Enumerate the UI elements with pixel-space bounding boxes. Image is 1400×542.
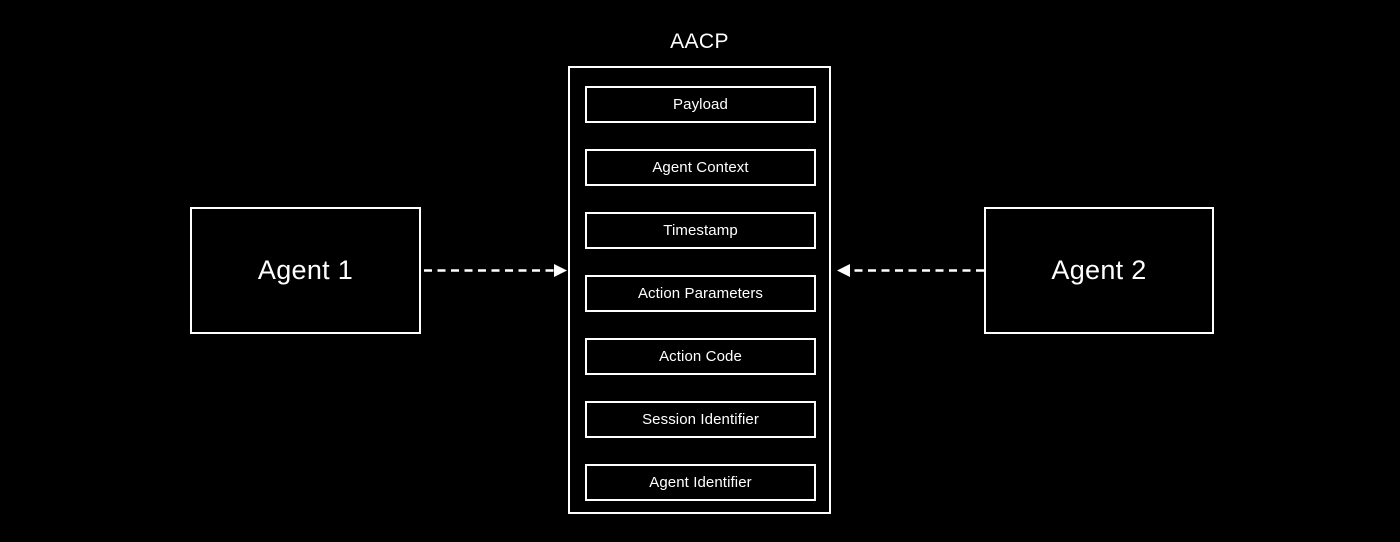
field-box-action-code: Action Code — [585, 338, 816, 375]
aacp-field-list: Payload Agent Context Timestamp Action P… — [585, 86, 816, 501]
connector-agent1-to-aacp-arrow — [424, 256, 570, 286]
agent-1-node: Agent 1 — [190, 207, 421, 334]
field-label: Action Parameters — [637, 285, 764, 302]
field-box-action-parameters: Action Parameters — [585, 275, 816, 312]
field-label: Session Identifier — [642, 411, 759, 428]
aacp-title: AACP — [670, 30, 729, 53]
connector-agent2-to-aacp-arrow — [834, 256, 984, 286]
field-label: Action Code — [659, 348, 742, 365]
aacp-container: Payload Agent Context Timestamp Action P… — [568, 66, 831, 514]
field-label: Agent Context — [652, 159, 749, 176]
field-box-agent-context: Agent Context — [585, 149, 816, 186]
field-label: Timestamp — [663, 222, 738, 239]
agent-2-node: Agent 2 — [984, 207, 1214, 334]
field-box-session-identifier: Session Identifier — [585, 401, 816, 438]
field-box-agent-identifier: Agent Identifier — [585, 464, 816, 501]
field-label: Payload — [673, 96, 728, 113]
agent-2-label: Agent 2 — [1051, 255, 1147, 285]
field-box-payload: Payload — [585, 86, 816, 123]
field-box-timestamp: Timestamp — [585, 212, 816, 249]
field-label: Agent Identifier — [649, 474, 752, 491]
agent-1-label: Agent 1 — [257, 255, 354, 285]
